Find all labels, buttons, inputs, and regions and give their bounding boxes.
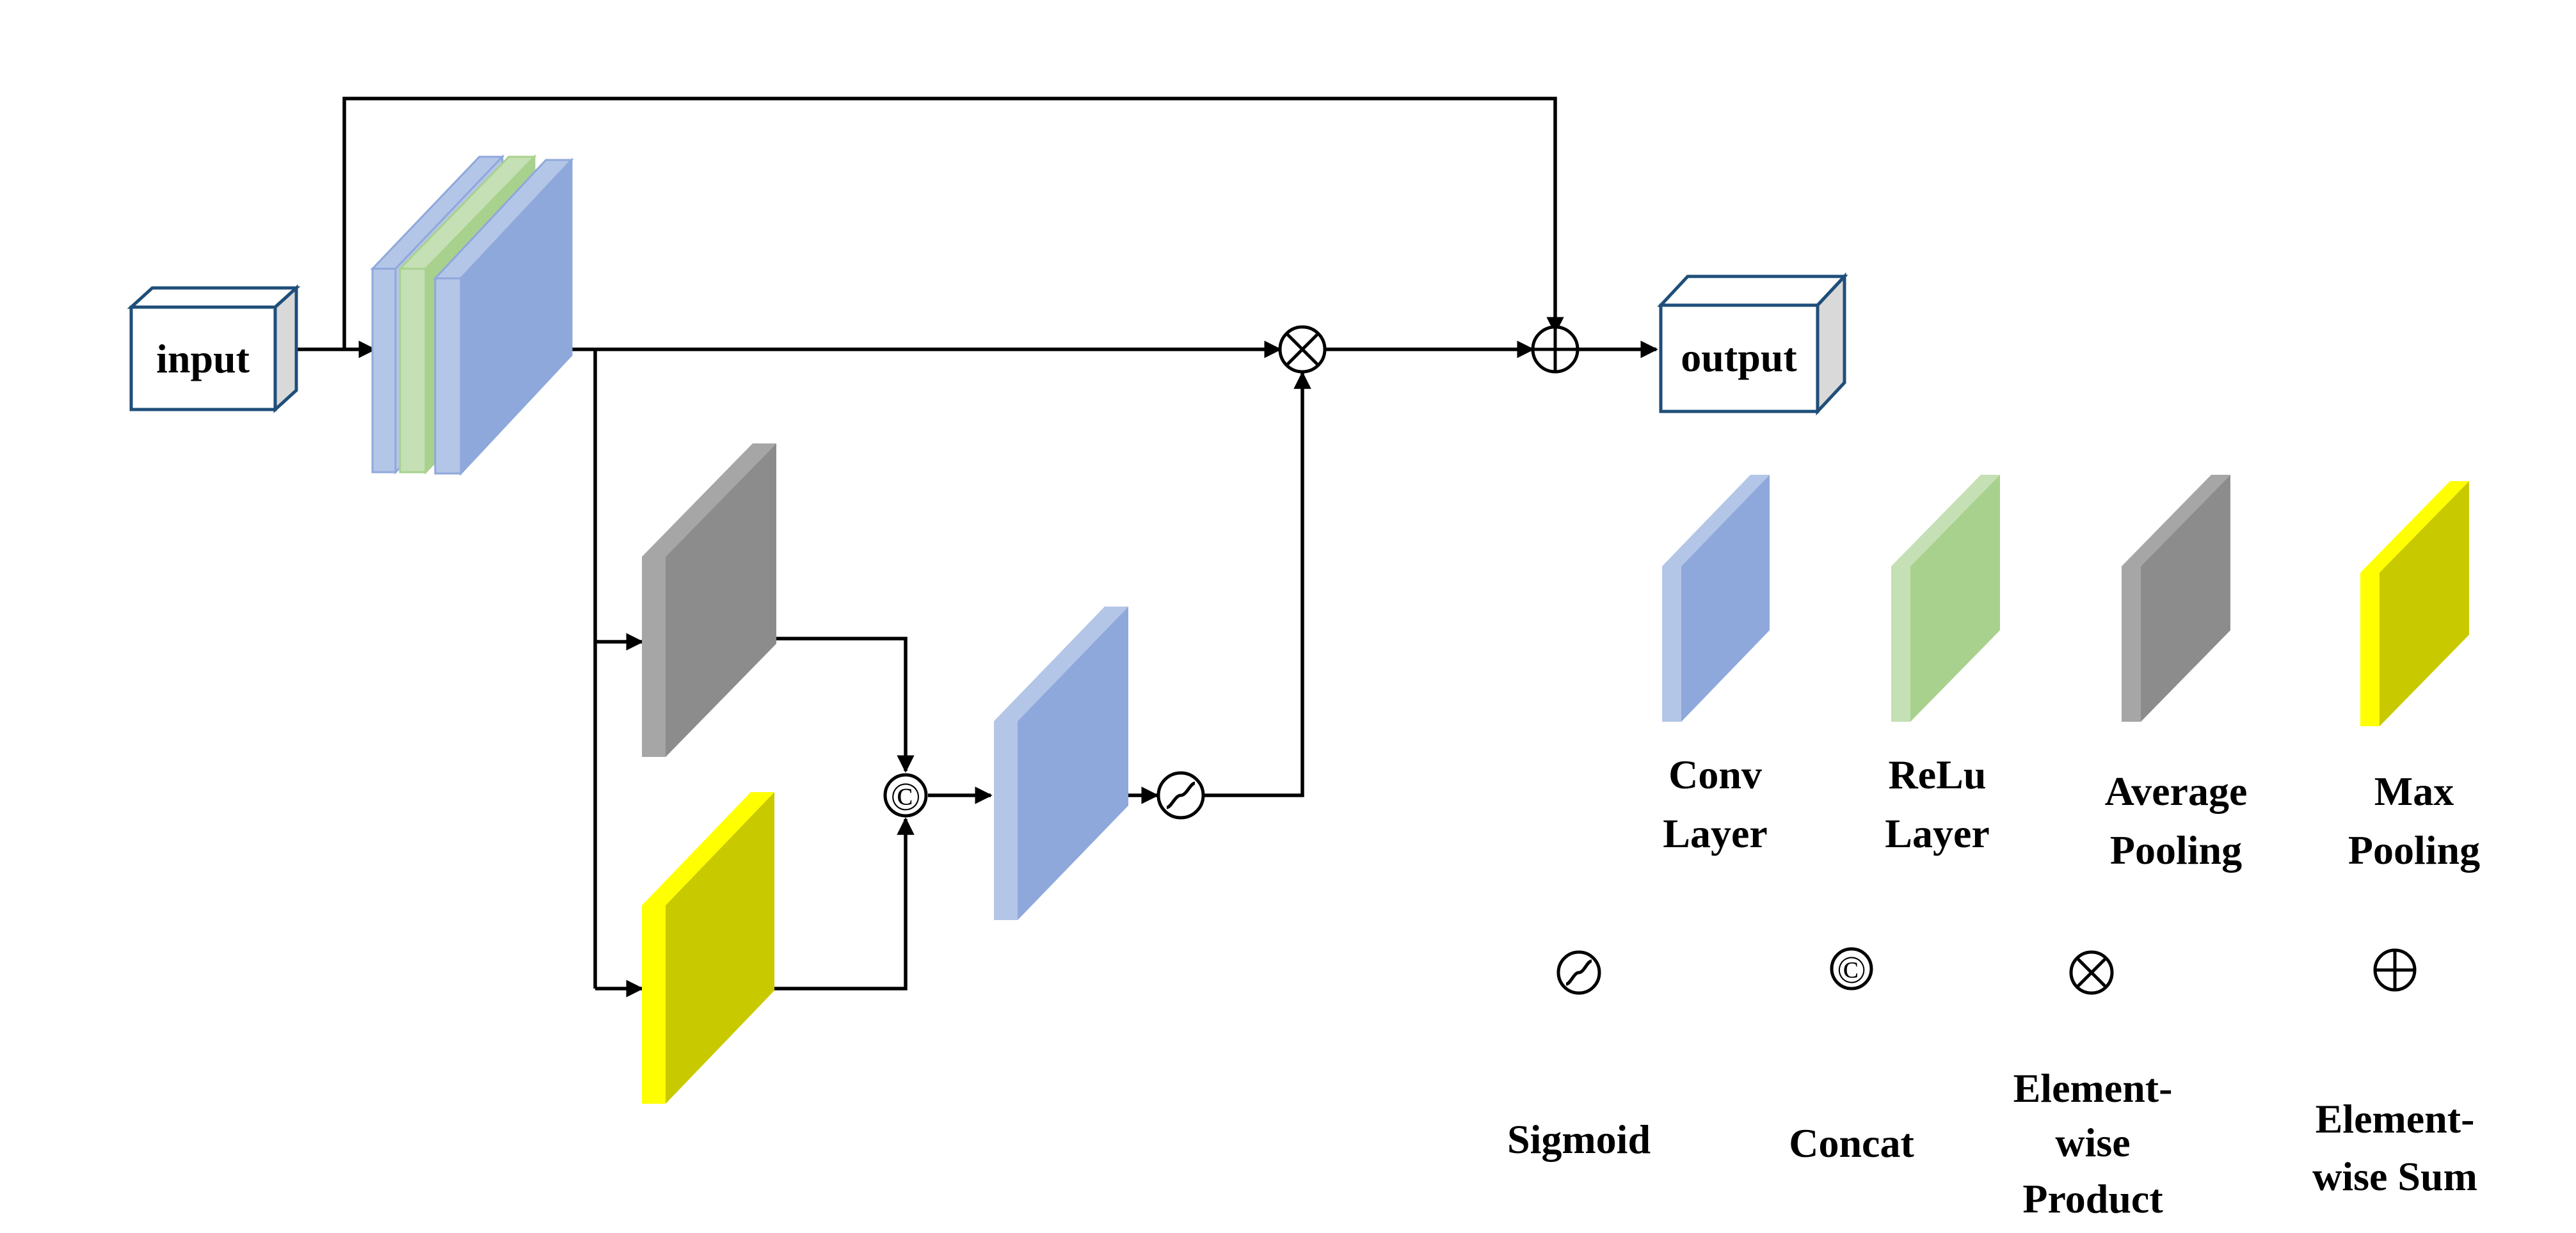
legend-sigmoid-icon [1556,950,1601,995]
legend-sigmoid-label: Sigmoid [1507,1117,1651,1162]
legend-conv-swatch [1662,475,1770,722]
legend-relu-label-2: Layer [1885,811,1990,856]
legend-maxpool-label-1: Max [2374,768,2454,814]
avg-pooling-layer [642,443,776,757]
output-label: output [1681,335,1797,380]
legend-conv-label-2: Layer [1663,811,1768,856]
legend-concat-symbol: © [1837,949,1866,991]
max-pooling-layer [642,792,774,1104]
legend-sum-label-2: wise Sum [2312,1154,2477,1199]
product-node [1278,325,1327,374]
legend-product-icon [2069,950,2114,995]
legend-avgpool-label-1: Average [2105,768,2248,814]
legend-product-label-2: wise [2055,1120,2130,1165]
legend-maxpool-label-2: Pooling [2348,827,2480,873]
attention-conv-layer [994,607,1128,920]
legend-relu-label-1: ReLu [1889,752,1987,797]
sigmoid-node [1156,771,1205,820]
legend-avgpool-swatch [2122,475,2230,722]
legend-conv-label-1: Conv [1668,752,1762,797]
legend-concat-icon: © [1830,947,1873,991]
legend: Conv Layer ReLu Layer Average Pooling Ma… [1507,475,2480,1221]
legend-relu-swatch [1891,475,2000,722]
legend-avgpool-label-2: Pooling [2110,827,2242,873]
concat-node: © [883,773,928,819]
output-box: output [1657,272,1848,416]
legend-product-label-1: Element- [2013,1065,2173,1111]
sum-node [1531,325,1580,374]
conv-relu-stack [370,154,574,476]
edge-maxpool-to-concat [714,817,915,990]
legend-product-label-3: Product [2022,1176,2163,1221]
legend-maxpool-swatch [2360,481,2469,726]
legend-concat-label: Concat [1789,1120,1914,1166]
edge-sigmoid-to-product [1203,371,1311,797]
concat-symbol: © [890,776,920,819]
legend-sum-label-1: Element- [2316,1096,2475,1142]
legend-sum-icon [2373,948,2417,992]
input-label: input [156,336,250,381]
edge-avgpool-to-concat [722,637,915,773]
input-box: input [127,284,301,413]
edge-skip-connection [342,97,1564,349]
